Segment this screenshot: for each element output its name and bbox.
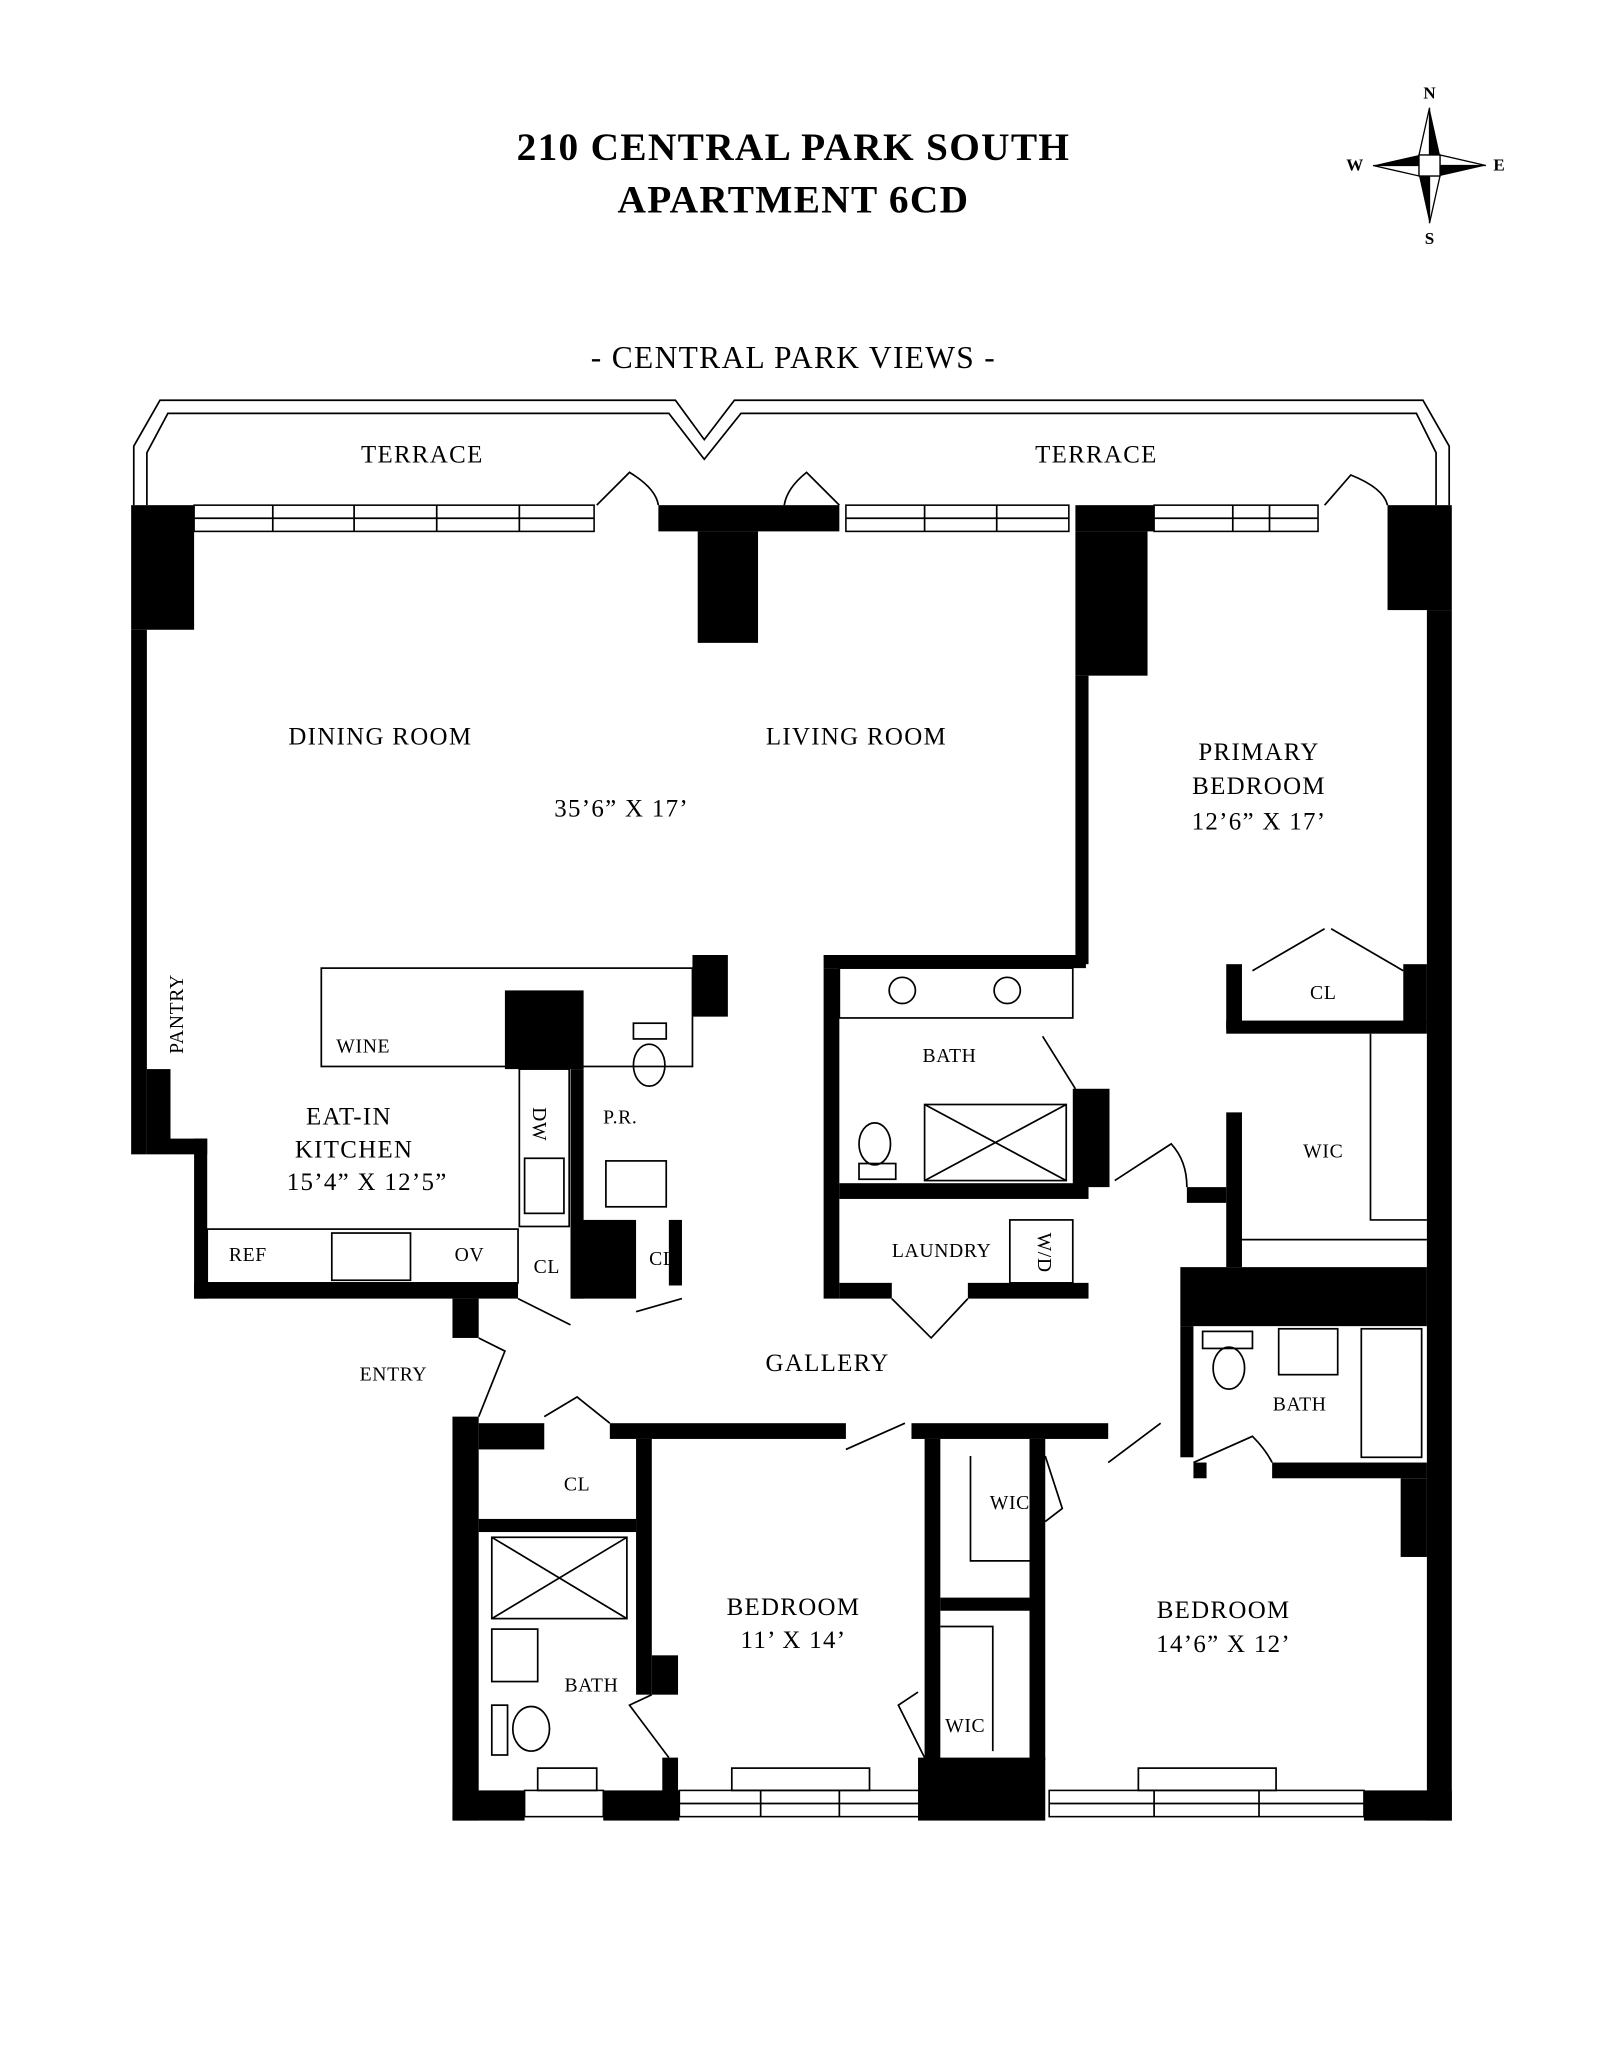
label-primary-size: 12’6” X 17’ <box>1192 809 1327 836</box>
label-laundry: LAUNDRY <box>892 1240 992 1262</box>
label-washer-dryer: W/D <box>1033 1233 1055 1273</box>
doors <box>477 471 1404 1759</box>
label-pantry: PANTRY <box>166 974 188 1054</box>
label-closet-entry: CL <box>564 1474 590 1496</box>
label-oven: OV <box>455 1244 485 1266</box>
compass-n: N <box>1423 84 1436 103</box>
label-bedroom-2-size: 11’ X 14’ <box>741 1627 847 1654</box>
compass-w: W <box>1346 156 1363 175</box>
label-wic-lower: WIC <box>945 1715 985 1737</box>
walls <box>131 505 1452 1821</box>
label-closet-kitchen: CL <box>534 1256 560 1278</box>
views-caption: - CENTRAL PARK VIEWS - <box>591 340 996 375</box>
label-living-dining-size: 35’6” X 17’ <box>554 795 689 822</box>
label-wine: WINE <box>336 1036 390 1058</box>
label-bedroom-2: BEDROOM <box>727 1594 861 1621</box>
label-primary-wic: WIC <box>1303 1141 1343 1163</box>
label-refrigerator: REF <box>229 1244 267 1266</box>
terrace-outline <box>132 399 1451 506</box>
label-dishwasher: DW <box>528 1107 550 1141</box>
label-kitchen-line2: KITCHEN <box>295 1136 413 1163</box>
label-primary-bath: BATH <box>923 1045 977 1067</box>
label-kitchen-size: 15’4” X 12’5” <box>287 1169 448 1196</box>
compass-e: E <box>1493 156 1504 175</box>
compass-rose-icon: N S E W <box>1346 84 1504 249</box>
compass-s: S <box>1425 229 1434 248</box>
label-bath-east: BATH <box>1273 1394 1327 1416</box>
label-powder-room: P.R. <box>603 1106 637 1128</box>
label-primary-line2: BEDROOM <box>1192 773 1326 800</box>
apartment-title: APARTMENT 6CD <box>618 178 970 222</box>
label-terrace-west: TERRACE <box>361 441 484 468</box>
room-labels: TERRACE TERRACE DINING ROOM LIVING ROOM … <box>166 441 1343 1737</box>
label-primary-line1: PRIMARY <box>1198 739 1319 766</box>
building-title: 210 CENTRAL PARK SOUTH <box>517 125 1071 169</box>
label-kitchen-line1: EAT-IN <box>306 1104 392 1131</box>
label-bedroom-3: BEDROOM <box>1157 1597 1291 1624</box>
label-living-room: LIVING ROOM <box>766 723 947 750</box>
label-wic-upper: WIC <box>990 1492 1030 1514</box>
label-terrace-east: TERRACE <box>1035 441 1158 468</box>
label-primary-closet: CL <box>1310 982 1336 1004</box>
label-dining-room: DINING ROOM <box>288 723 472 750</box>
label-entry: ENTRY <box>360 1363 428 1385</box>
label-bath-west: BATH <box>564 1674 618 1696</box>
fixtures <box>206 967 1427 1792</box>
label-closet-pr: CL <box>649 1248 675 1270</box>
label-gallery: GALLERY <box>766 1350 890 1377</box>
label-bedroom-3-size: 14’6” X 12’ <box>1156 1631 1291 1658</box>
